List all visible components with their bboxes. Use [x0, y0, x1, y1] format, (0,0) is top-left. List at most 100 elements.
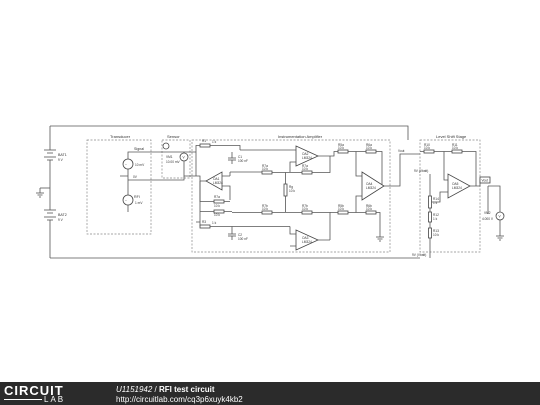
- footer-bar: CIRCUIT LAB U1151942 / RFI test circuit …: [0, 382, 540, 405]
- resistor-r5b: R5b 10 k: [337, 204, 349, 215]
- svg-text:VM2: VM2: [484, 211, 491, 215]
- svg-text:R6a: R6a: [366, 143, 372, 147]
- svg-text:R1: R1: [202, 139, 206, 143]
- svg-text:10 k: 10 k: [433, 233, 439, 237]
- svg-text:LM324: LM324: [452, 186, 462, 190]
- svg-text:10 k: 10 k: [452, 146, 458, 150]
- svg-text:4.000 V: 4.000 V: [482, 217, 494, 221]
- resistor-r5a: R5a 10 k: [337, 143, 349, 154]
- logo-trace-line: [4, 399, 42, 400]
- vout-probe: Vout: [479, 176, 491, 184]
- top-rail-wire: [50, 125, 409, 140]
- sensor-meter: V VM1 10.00 mV: [166, 152, 189, 164]
- bat2-value: 9 V: [58, 218, 64, 222]
- opamp-oa1: OA1 LM324: [205, 171, 223, 191]
- svg-text:R3: R3: [202, 220, 206, 224]
- opamp-oa5: OA5 LM324: [447, 173, 471, 199]
- resistor-r6a: R6a 10 k: [365, 143, 377, 154]
- svg-text:~: ~: [125, 163, 127, 167]
- svg-text:R12: R12: [433, 213, 439, 217]
- svg-text:10 k: 10 k: [262, 207, 268, 211]
- svg-text:C2: C2: [238, 233, 242, 237]
- svg-text:Rg: Rg: [289, 185, 293, 189]
- svg-text:1 k: 1 k: [433, 217, 438, 221]
- svg-text:1 k: 1 k: [433, 201, 438, 205]
- svg-text:10 k: 10 k: [302, 207, 308, 211]
- level-shift-group-box: [419, 139, 481, 253]
- resistor-r6b: R6b 10 k: [365, 204, 377, 215]
- noise-source: ~ RFI 1 mV: [122, 194, 143, 206]
- svg-text:R14: R14: [433, 197, 439, 201]
- svg-text:Vout: Vout: [482, 179, 488, 183]
- bat2-name: BAT2: [58, 213, 67, 217]
- svg-text:R10: R10: [424, 143, 430, 147]
- svg-text:LM324: LM324: [366, 186, 376, 190]
- r3-wires: [196, 221, 290, 240]
- resistor-r-top-fb: R7a 10 k: [261, 164, 273, 175]
- circuit-url-link[interactable]: http://circuitlab.com/cq3p6xuyk4kb2: [116, 395, 243, 404]
- svg-text:100 nF: 100 nF: [238, 237, 248, 241]
- circuit-meta-line: U1151942 / RFI test circuit: [116, 385, 215, 394]
- svg-text:V: V: [183, 156, 186, 160]
- resistor-r-bot-fb: R7b 10 k: [261, 204, 273, 215]
- resistor-r13: R13 10 k: [428, 227, 439, 239]
- capacitor-c2: C2 100 nF: [228, 233, 248, 241]
- ground-out: [496, 235, 504, 241]
- svg-text:R7b: R7b: [262, 204, 268, 208]
- ground-ia: [376, 234, 384, 242]
- svg-text:LM324: LM324: [302, 156, 312, 160]
- svg-text:10 k: 10 k: [424, 146, 430, 150]
- svg-text:OA5: OA5: [452, 182, 459, 186]
- instrumentation-amplifier-group-title: Instrumentation Amplifier: [278, 134, 323, 139]
- resistor-r-bot-fb2: R7b 10 k: [301, 204, 313, 215]
- logo-text-lab: LAB: [44, 395, 66, 404]
- circuitlab-logo[interactable]: CIRCUIT LAB: [4, 384, 94, 404]
- sensor-group-box: [161, 139, 191, 179]
- svg-text:LM324: LM324: [213, 181, 223, 185]
- battery-bat1: BAT1 9 V: [44, 149, 67, 164]
- vplus-label: 9V (Vbatt): [414, 169, 428, 173]
- sensor-group-title: Sensor: [167, 134, 180, 139]
- svg-text:100 nF: 100 nF: [238, 159, 248, 163]
- svg-text:10 k: 10 k: [366, 146, 372, 150]
- resistor-r-buffer2: 10 k: [213, 209, 225, 217]
- svg-text:R7a: R7a: [214, 195, 220, 199]
- svg-text:R5a: R5a: [338, 143, 344, 147]
- battery-bat2: BAT2 9 V: [44, 209, 67, 224]
- opamp-oa4: OA4 LM324: [361, 171, 385, 201]
- r1-wires: [195, 145, 241, 158]
- svg-text:10 k: 10 k: [302, 167, 308, 171]
- bat1-name: BAT1: [58, 153, 67, 157]
- sensor-value: 10.00 mV: [166, 160, 181, 164]
- resistor-r11: R11 10 k: [451, 143, 463, 154]
- svg-text:C1: C1: [238, 155, 242, 159]
- svg-text:10 k: 10 k: [214, 204, 220, 208]
- svg-text:OA2: OA2: [302, 152, 309, 156]
- svg-text:1 k: 1 k: [212, 140, 217, 144]
- logo-text-circuit: CIRCUIT: [4, 383, 64, 398]
- resistor-r-buffer: R7a 10 k: [213, 195, 225, 208]
- resistor-rg: Rg 10 k: [283, 183, 295, 197]
- svg-text:10 k: 10 k: [289, 189, 295, 193]
- sensor-name: VM1: [166, 155, 173, 159]
- ground-symbol: [36, 188, 44, 198]
- svg-text:LM324: LM324: [302, 240, 312, 244]
- circuit-title[interactable]: RFI test circuit: [159, 385, 215, 394]
- svg-text:OA4: OA4: [366, 182, 373, 186]
- svg-text:R7a: R7a: [262, 164, 268, 168]
- resistor-r12: R12 1 k: [428, 211, 439, 223]
- transducer-group-box: [86, 139, 152, 235]
- svg-text:R13: R13: [433, 229, 439, 233]
- svg-text:~: ~: [125, 199, 127, 203]
- svg-text:10 k: 10 k: [338, 146, 344, 150]
- circuit-id[interactable]: U1151942: [116, 385, 153, 394]
- vout-net-label: Vout: [398, 149, 404, 153]
- svg-text:V: V: [499, 215, 502, 219]
- sensor-probe-icon: [162, 142, 170, 150]
- svg-text:R11: R11: [452, 143, 458, 147]
- instrumentation-amplifier-group-box: [191, 139, 391, 253]
- signal-name: Signal: [134, 147, 144, 151]
- opamp-oa3: OA3 LM324: [295, 229, 319, 251]
- svg-text:10 k: 10 k: [338, 207, 344, 211]
- svg-text:OA1: OA1: [213, 177, 220, 181]
